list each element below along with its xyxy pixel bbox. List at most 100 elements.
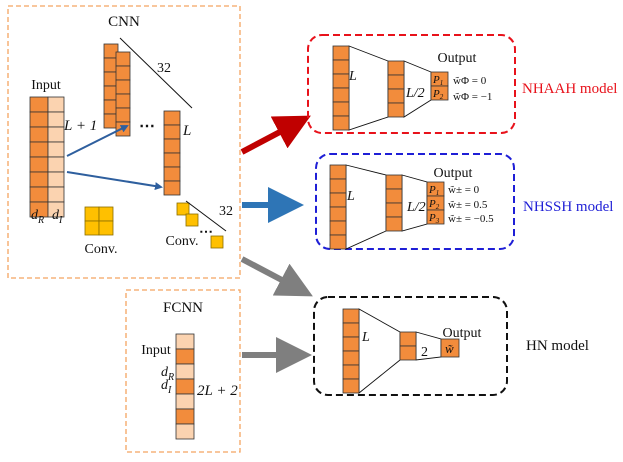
layer-connector (415, 331, 442, 361)
nhaah-w-1: w̃Φ = −1 (453, 91, 492, 103)
hidden-layer-2-cell (385, 202, 403, 218)
hidden-layer-2-cell (387, 88, 405, 104)
hn-output-w: w̃ (445, 341, 454, 356)
arrow-cnn-to-hn (240, 256, 313, 297)
conv-kernel-cell (185, 213, 199, 227)
input-cell-dR (29, 141, 49, 158)
output-p-label: P3 (428, 212, 440, 225)
hn-model-label: HN model (526, 338, 589, 354)
hidden-layer-1-cell (329, 178, 347, 194)
hidden-layer-2-cell (399, 345, 417, 361)
hn-network: w̃ (342, 308, 460, 394)
hidden-layer-1-cell (342, 364, 360, 380)
hidden-layer-1-cell (329, 164, 347, 180)
feature-cell (163, 166, 181, 182)
input-cell-dI (47, 186, 65, 203)
hn-box (313, 296, 508, 396)
conv-channels-label: 32 (219, 204, 233, 219)
conv-depth-line (185, 200, 227, 232)
cnn-dim-dR: dR (31, 208, 44, 226)
feature-cell (115, 107, 131, 123)
hidden-layer-1-cell (342, 322, 360, 338)
cnn-title: CNN (108, 14, 140, 30)
input-cell-dI (47, 201, 65, 218)
input-cell-dR (29, 111, 49, 128)
nhssh-model-label: NHSSH model (523, 199, 613, 215)
hidden-layer-1-cell (332, 101, 350, 117)
feature-cell (163, 180, 181, 196)
fcnn-input-cell (175, 423, 195, 440)
hidden-layer-1-cell (342, 350, 360, 366)
feature-cell (115, 93, 131, 109)
fcnn-dR: dR (161, 365, 174, 383)
conv-kernel-cell (210, 235, 224, 249)
input-cell-dR (29, 96, 49, 113)
nhssh-hidden2-label: L/2 (406, 200, 426, 215)
fcnn-input-cell (175, 333, 195, 350)
conv-ellipsis: ⋯ (199, 225, 213, 240)
input-cell-dI (47, 111, 65, 128)
conv-label-left: Conv. (85, 242, 118, 257)
fcnn-input-cell (175, 408, 195, 425)
nhaah-hidden2-label: L/2 (405, 86, 425, 101)
nhssh-w-1: w̃± = 0.5 (448, 199, 488, 211)
input-cell-dR (29, 156, 49, 173)
layer-connector (358, 308, 401, 394)
input-cell-dI (47, 156, 65, 173)
conv-kernel-cell (98, 220, 114, 236)
conv-kernel-cell (98, 206, 114, 222)
fcnn-input-cell (175, 348, 195, 365)
layer-connector (348, 45, 389, 131)
nhaah-box (307, 34, 516, 134)
hidden-layer-1-cell (332, 59, 350, 75)
nhssh-w-0: w̃± = 0 (448, 184, 480, 196)
hidden-layer-1-cell (342, 308, 360, 324)
hidden-layer-2-cell (387, 74, 405, 90)
hidden-layer-1-cell (332, 87, 350, 103)
nhssh-hidden1-label: L (346, 189, 355, 204)
feature-cell (115, 51, 131, 67)
fcnn-box (125, 289, 241, 453)
fcnn-input-cell (175, 378, 195, 395)
hidden-layer-2-cell (399, 331, 417, 347)
nhssh-box (315, 153, 515, 250)
cnn-feature-length-label: L (182, 123, 191, 139)
hidden-layer-1-cell (329, 192, 347, 208)
conv-kernels-right (176, 202, 224, 249)
fcnn-dI: dI (161, 378, 172, 396)
feature-cell (163, 152, 181, 168)
output-p-label: P1 (432, 74, 443, 87)
fcnn-input-cell (175, 363, 195, 380)
nhssh-w-2: w̃± = −0.5 (448, 213, 494, 225)
hn-hidden2-label: 2 (421, 345, 428, 360)
conv-kernel-left (84, 206, 114, 236)
nhssh-output-label: Output (434, 166, 473, 181)
input-cell-dI (47, 171, 65, 188)
fcnn-input-label: Input (141, 343, 171, 358)
fcnn-input-cell (175, 393, 195, 410)
feature-ellipsis: ⋯ (139, 118, 155, 135)
input-cell-dI (47, 141, 65, 158)
output-cell (430, 85, 449, 101)
input-to-feature-line (66, 125, 129, 157)
hn-hidden1-label: L (361, 330, 370, 345)
input-cell-dR (29, 171, 49, 188)
output-p-label: P1 (428, 184, 439, 197)
nhaah-output-label: Output (438, 51, 477, 66)
hidden-layer-1-cell (342, 336, 360, 352)
feature-cell (163, 138, 181, 154)
cnn-input-height-label: L + 1 (63, 118, 97, 134)
feature-map-stack-2 (163, 110, 181, 196)
output-cell (426, 209, 445, 225)
output-cell (440, 338, 460, 358)
nhaah-w-0: w̃Φ = 0 (453, 75, 487, 87)
hidden-layer-1-cell (329, 220, 347, 236)
cnn-channels-label: 32 (157, 61, 171, 76)
hidden-layer-1-cell (332, 45, 350, 61)
output-p-label: P2 (432, 88, 444, 101)
arrow-to-nhaah (240, 115, 311, 155)
feature-cell (115, 79, 131, 95)
